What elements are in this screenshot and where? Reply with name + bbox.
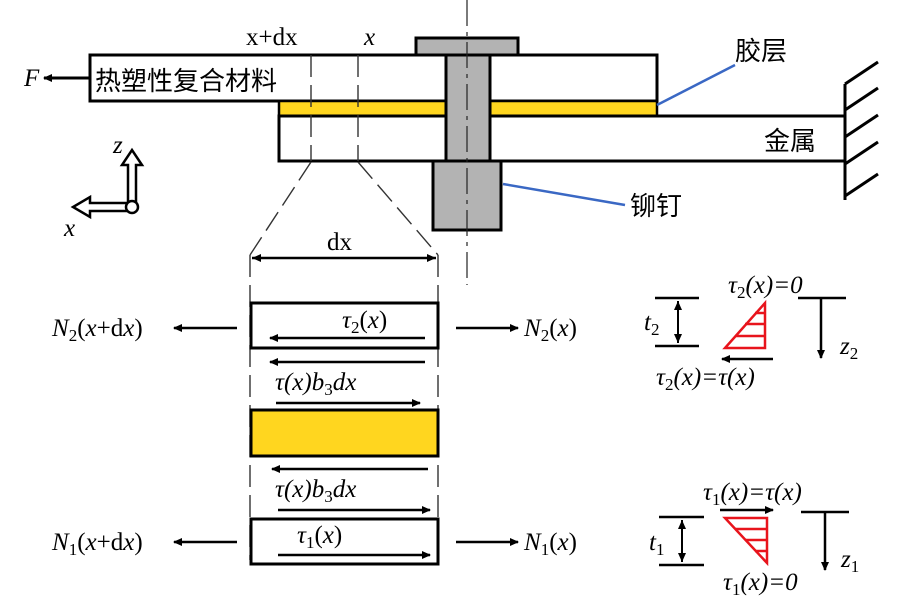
composite-element <box>249 301 440 350</box>
metal-plate <box>277 114 847 163</box>
tau1-label: τ1(x) <box>297 522 342 552</box>
n2-right-label: N2(x) <box>523 315 577 345</box>
adhesive-element <box>249 408 440 458</box>
dx-label: dx <box>327 229 353 256</box>
z2-label: z2 <box>839 333 858 363</box>
stress-triangle-t1 <box>722 516 769 567</box>
metal-label: 金属 <box>764 127 816 157</box>
projection-line-left <box>249 161 312 256</box>
n1-right-label: N1(x) <box>523 529 577 559</box>
axis-z-label: z <box>112 132 123 159</box>
rivet-leader <box>502 182 626 207</box>
rivet <box>414 0 520 285</box>
stress-triangle-t2 <box>722 299 767 350</box>
tau1-equals-tau-label: τ1(x)=τ(x) <box>703 479 802 509</box>
rivet-label: 铆钉 <box>630 192 682 222</box>
metal-element <box>249 517 440 566</box>
shear-lower-label: τ(x)b3dx <box>275 476 356 506</box>
t2-label: t2 <box>644 309 659 339</box>
force-label: F <box>23 65 40 92</box>
n2-left-label: N2(x+dx) <box>51 315 143 345</box>
axis-x-label: x <box>63 215 75 242</box>
fixed-support <box>843 60 879 200</box>
distribution-top: t2 τ2(x)=0 τ2(x)=τ(x) z2 <box>644 272 858 394</box>
z1-label: z1 <box>840 546 859 576</box>
tau2-label: τ2(x) <box>342 307 387 337</box>
section-label-x: x <box>363 24 375 51</box>
tau2-equals-tau-label: τ2(x)=τ(x) <box>656 364 755 394</box>
n1-left-label: N1(x+dx) <box>51 529 143 559</box>
distribution-bottom: t1 τ1(x)=τ(x) τ1(x)=0 z1 <box>649 479 859 599</box>
tau1-zero-label: τ1(x)=0 <box>723 569 798 599</box>
t1-label: t1 <box>649 529 664 559</box>
adhesive-label: 胶层 <box>735 37 787 67</box>
tau2-zero-label: τ2(x)=0 <box>728 272 803 302</box>
projection-line-right <box>357 161 439 256</box>
shear-upper-label: τ(x)b3dx <box>275 369 356 399</box>
coordinate-axes <box>70 147 145 220</box>
composite-label: 热塑性复合材料 <box>95 67 277 97</box>
adhesive-leader <box>656 63 736 107</box>
section-label-x-plus-dx: x+dx <box>246 24 298 51</box>
